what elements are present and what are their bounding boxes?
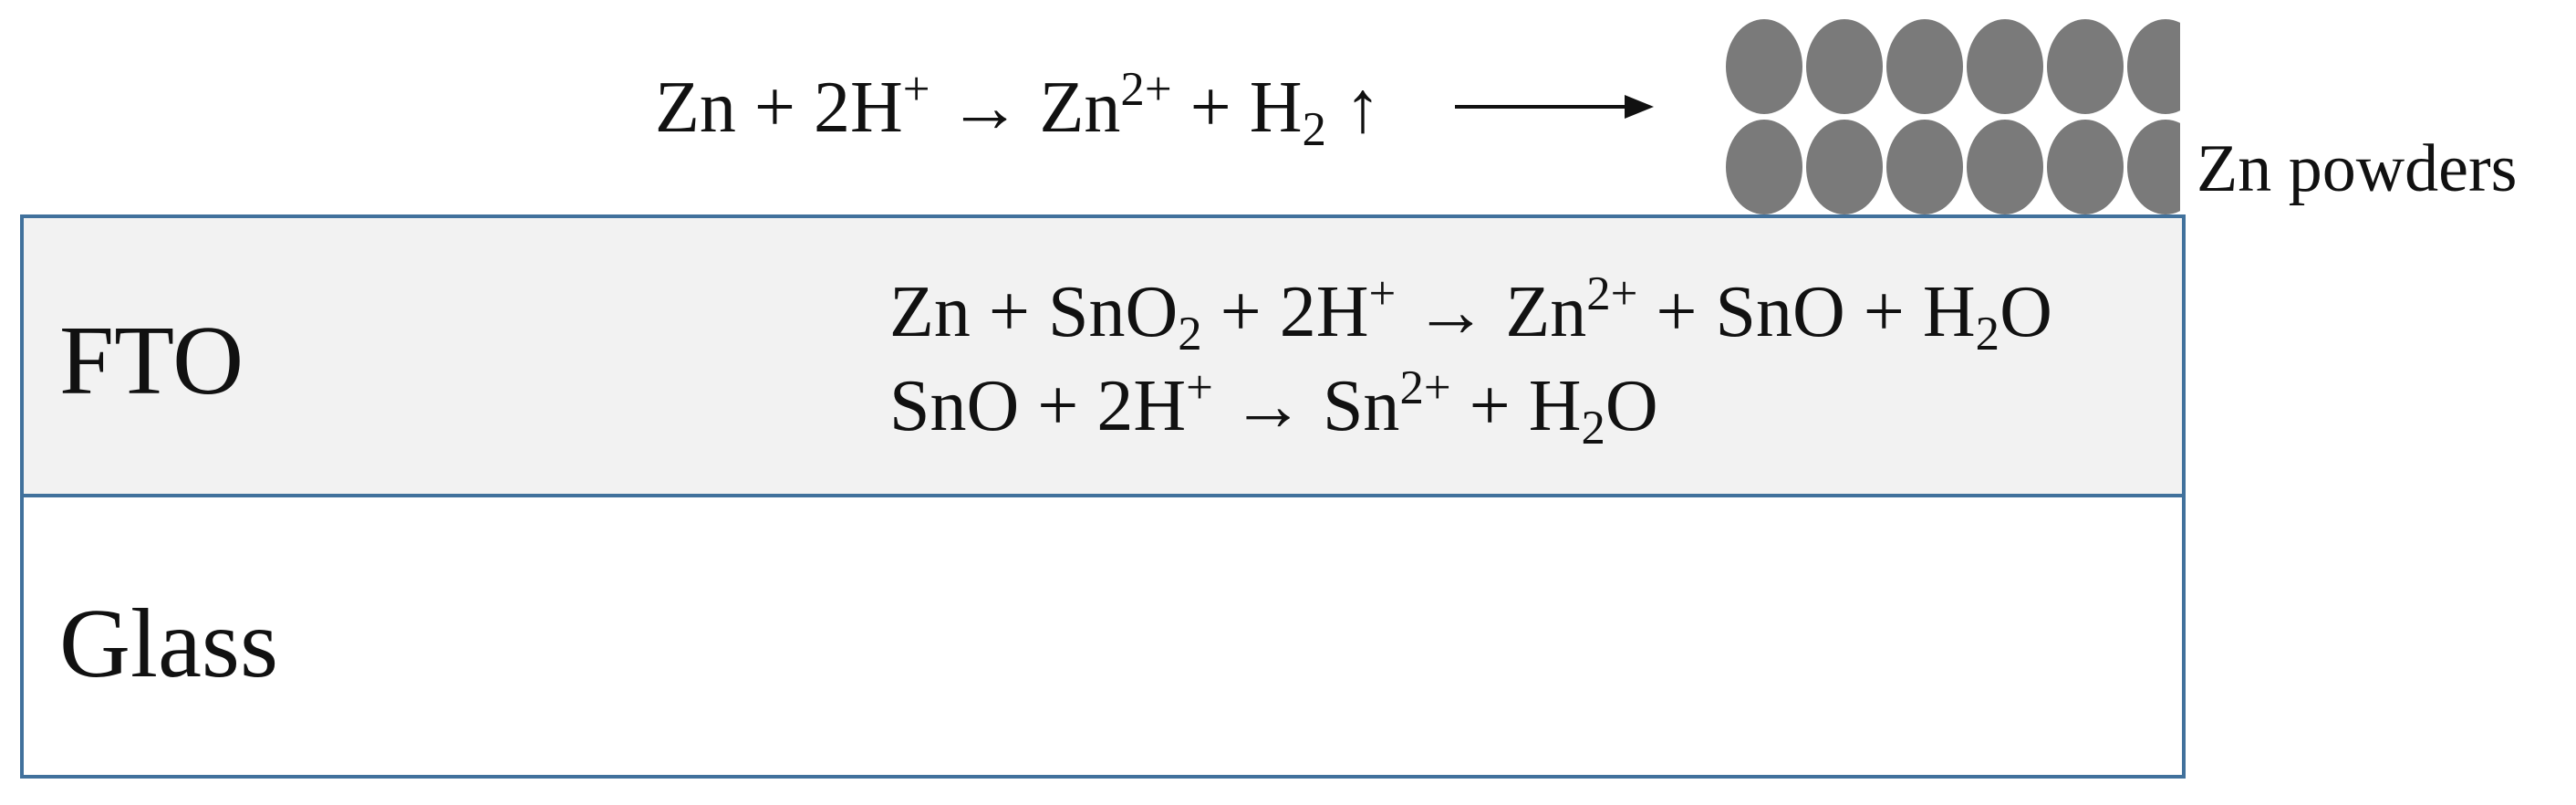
eq-part: → Zn — [1396, 272, 1587, 352]
eq-part: + H — [1171, 68, 1303, 148]
eq-part: O — [2000, 272, 2052, 352]
eq-subscript: 2 — [1581, 401, 1605, 455]
glass-layer — [20, 494, 2186, 779]
eq-part: + H — [1450, 366, 1582, 446]
pointer-arrow — [1455, 95, 1654, 119]
eq-superscript: + — [1368, 267, 1397, 320]
eq-part: SnO + 2H — [889, 366, 1187, 446]
fto-layer — [20, 214, 2186, 497]
eq-part: Zn + 2H — [655, 68, 903, 148]
eq-part: Zn + SnO — [889, 272, 1179, 352]
zn-particle — [2127, 19, 2180, 114]
eq-part: + 2H — [1201, 272, 1369, 352]
zn-particle — [1967, 120, 2043, 214]
zn-powders-label: Zn powders — [2197, 131, 2518, 206]
zn-particle — [1967, 19, 2043, 114]
zn-particle — [1806, 19, 1883, 114]
zn-particle — [1806, 120, 1883, 214]
eq-part: + SnO + H — [1637, 272, 1976, 352]
zn-particle — [1886, 120, 1963, 214]
eq-superscript: 2+ — [1120, 62, 1172, 116]
zn-particle — [2047, 19, 2124, 114]
eq-superscript: 2+ — [1586, 267, 1638, 320]
zn-particle — [2127, 120, 2180, 214]
eq-subscript: 2 — [1302, 102, 1326, 156]
eq-part: O — [1605, 366, 1658, 446]
eq-part: → Sn — [1212, 366, 1400, 446]
eq-subscript: 2 — [1178, 307, 1202, 361]
eq-superscript: + — [902, 62, 930, 116]
zn-particle — [1726, 120, 1802, 214]
eq-part: Zn — [1039, 68, 1121, 148]
reaction-arrow: → — [930, 68, 1040, 148]
gas-up-arrow: ↑ — [1325, 68, 1381, 148]
zn-particle — [2047, 120, 2124, 214]
zn-particle — [1726, 19, 1802, 114]
zn-acid-reaction-equation: Zn + 2H+ → Zn2+ + H2 ↑ — [655, 66, 1381, 154]
zn-powder-particles — [1726, 19, 2180, 214]
eq-superscript: + — [1186, 361, 1213, 414]
eq-subscript: 2 — [1975, 307, 2000, 361]
fto-label: FTO — [59, 307, 244, 415]
eq-superscript: 2+ — [1399, 361, 1451, 414]
zn-particle — [1886, 19, 1963, 114]
glass-label: Glass — [59, 590, 278, 698]
fto-reaction-equation-2: SnO + 2H+ → Sn2+ + H2O — [889, 364, 1658, 453]
fto-reaction-equation-1: Zn + SnO2 + 2H+ → Zn2+ + SnO + H2O — [889, 270, 2052, 359]
